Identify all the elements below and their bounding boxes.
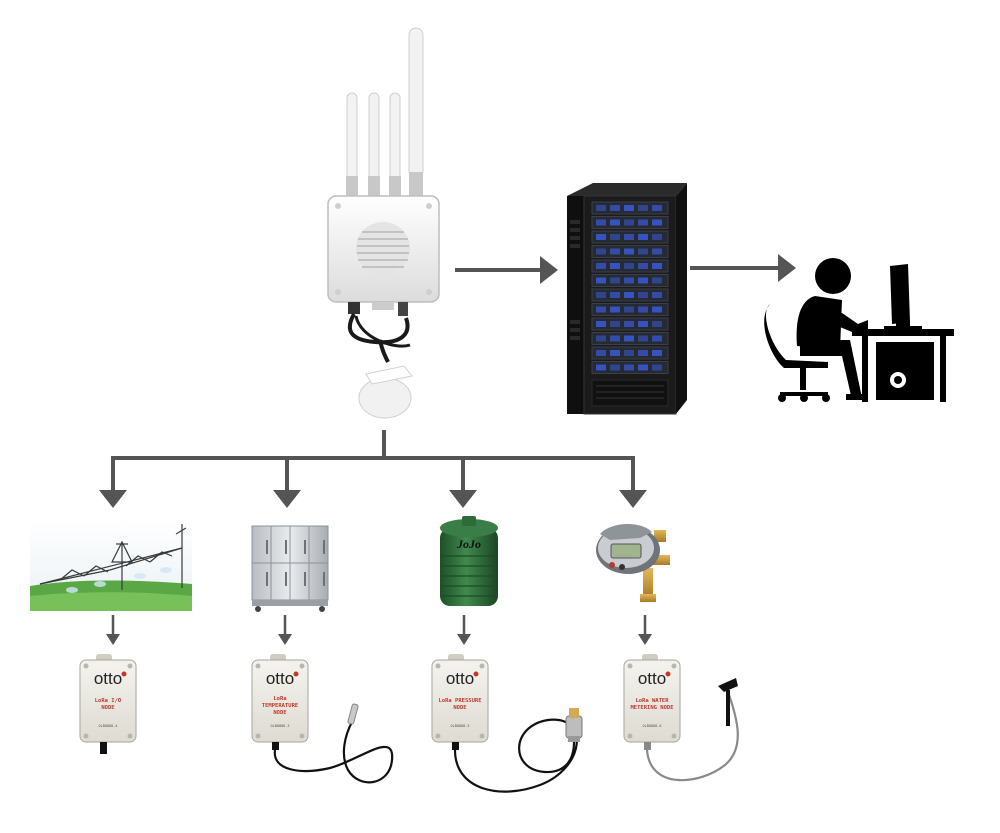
rack-drive-bay: [652, 219, 662, 226]
rack-drive-bay: [596, 350, 606, 356]
node-label-line2: NODE: [453, 705, 466, 711]
rack-drive-bay: [652, 335, 662, 342]
rack-drive-bay: [638, 248, 648, 255]
rack-drive-bay: [652, 306, 662, 313]
rack-drive-bay: [596, 364, 606, 371]
rack-drive-bay: [610, 350, 620, 356]
sensor-node-io: otto LoRa I/O NODE OLB8888-4: [79, 654, 137, 754]
rack-drive-bay: [624, 219, 634, 226]
rack-drive-bay: [638, 350, 648, 356]
rack-drive-bay: [596, 335, 606, 342]
rack-drive-bay: [596, 248, 606, 255]
rack-drive-bay: [638, 277, 648, 284]
rack-drive-bay: [610, 364, 620, 371]
operator-workstation-icon: [764, 258, 954, 402]
distribution-lines: [111, 430, 635, 490]
rack-drive-bay: [610, 219, 620, 226]
rack-drive-bay: [638, 306, 648, 313]
rack-drive-bay: [596, 277, 606, 284]
rack-drive-bay: [610, 335, 620, 342]
rack-drive-bay: [652, 321, 662, 327]
rack-drive-bay: [610, 205, 620, 211]
rack-drive-bay: [652, 248, 662, 255]
rack-drive-bay: [624, 321, 634, 327]
node-brand-logo: otto: [446, 669, 474, 688]
rack-drive-bay: [652, 364, 662, 371]
node-label-line1: LoRa WATER: [635, 698, 669, 704]
node-serial: OLB8888-3: [271, 724, 290, 728]
rack-drive-bay: [610, 263, 620, 269]
rack-drive-bay: [610, 248, 620, 255]
node-label-line3: NODE: [273, 710, 286, 716]
rack-drive-bay: [610, 277, 620, 284]
rack-drive-bay: [652, 350, 662, 356]
rack-drive-bay: [652, 263, 662, 269]
rack-drive-bay: [638, 321, 648, 327]
sensor-node-pressure: otto LoRa PRESSURE NODE OLB8888-5: [431, 654, 583, 793]
rack-drive-bay: [638, 219, 648, 226]
rack-drive-bay: [638, 234, 648, 240]
rack-drive-bay: [624, 234, 634, 240]
rack-drive-bay: [624, 350, 634, 356]
node-label-line1: LoRa PRESSURE: [438, 698, 481, 704]
rack-drive-bay: [624, 248, 634, 255]
rack-drive-bay: [638, 335, 648, 342]
rack-drive-bay: [652, 277, 662, 284]
rack-drive-bay: [610, 306, 620, 313]
center-pivot-irrigation-icon: [30, 520, 192, 611]
node-label-line1: LoRa I/O: [95, 698, 122, 704]
rack-drive-bay: [624, 292, 634, 298]
rack-drive-bay: [624, 364, 634, 371]
node-brand-logo: otto: [94, 669, 122, 688]
rack-drive-bay: [596, 205, 606, 211]
node-serial: OLB8888-5: [451, 724, 470, 728]
node-label-line1: LoRa: [273, 696, 286, 702]
rack-drive-bay: [638, 205, 648, 211]
rack-drive-bay: [638, 292, 648, 298]
rack-drive-bay: [596, 292, 606, 298]
rack-drive-bay: [596, 234, 606, 240]
node-label-line2: NODE: [101, 705, 114, 711]
arrow-server-to-operator: [690, 254, 796, 282]
rack-drive-bay: [652, 205, 662, 211]
refrigerator-icon: [251, 525, 329, 612]
sensor-node-water-metering: otto LoRa WATER METERING NODE OLB8888-6: [623, 654, 739, 782]
rack-drive-bay: [624, 306, 634, 313]
server-rack-icon: [567, 183, 687, 415]
rack-drive-bay: [610, 234, 620, 240]
node-brand-logo: otto: [266, 669, 294, 688]
rack-drive-bay: [624, 335, 634, 342]
node-serial: OLB8888-4: [99, 724, 118, 728]
rack-drive-bay: [624, 205, 634, 211]
water-meter-icon: [596, 523, 670, 602]
rack-drive-bay: [624, 263, 634, 269]
tank-brand-label: JoJo: [456, 537, 481, 551]
rack-drive-bay: [610, 292, 620, 298]
arrowheads-down: [99, 490, 647, 508]
node-brand-logo: otto: [638, 669, 666, 688]
arrows-to-nodes: [106, 615, 652, 645]
gateway-icon: [327, 27, 440, 419]
rack-drive-bay: [652, 292, 662, 298]
water-tank-icon: JoJo: [440, 516, 498, 606]
rack-drive-bay: [596, 306, 606, 313]
sensor-node-temperature: otto LoRa TEMPERATURE NODE OLB8888-3: [251, 654, 394, 784]
rack-drive-bay: [596, 321, 606, 327]
rack-drive-bay: [596, 219, 606, 226]
rack-drive-bay: [624, 277, 634, 284]
node-serial: OLB8888-6: [643, 724, 662, 728]
rack-drive-bay: [638, 364, 648, 371]
node-label-line2: TEMPERATURE: [262, 703, 298, 709]
rack-drive-bay: [596, 263, 606, 269]
arrow-gateway-to-server: [455, 256, 558, 284]
rack-drive-bay: [638, 263, 648, 269]
rack-drive-bay: [610, 321, 620, 327]
rack-drive-bay: [652, 234, 662, 240]
node-label-line2: METERING NODE: [630, 705, 673, 711]
